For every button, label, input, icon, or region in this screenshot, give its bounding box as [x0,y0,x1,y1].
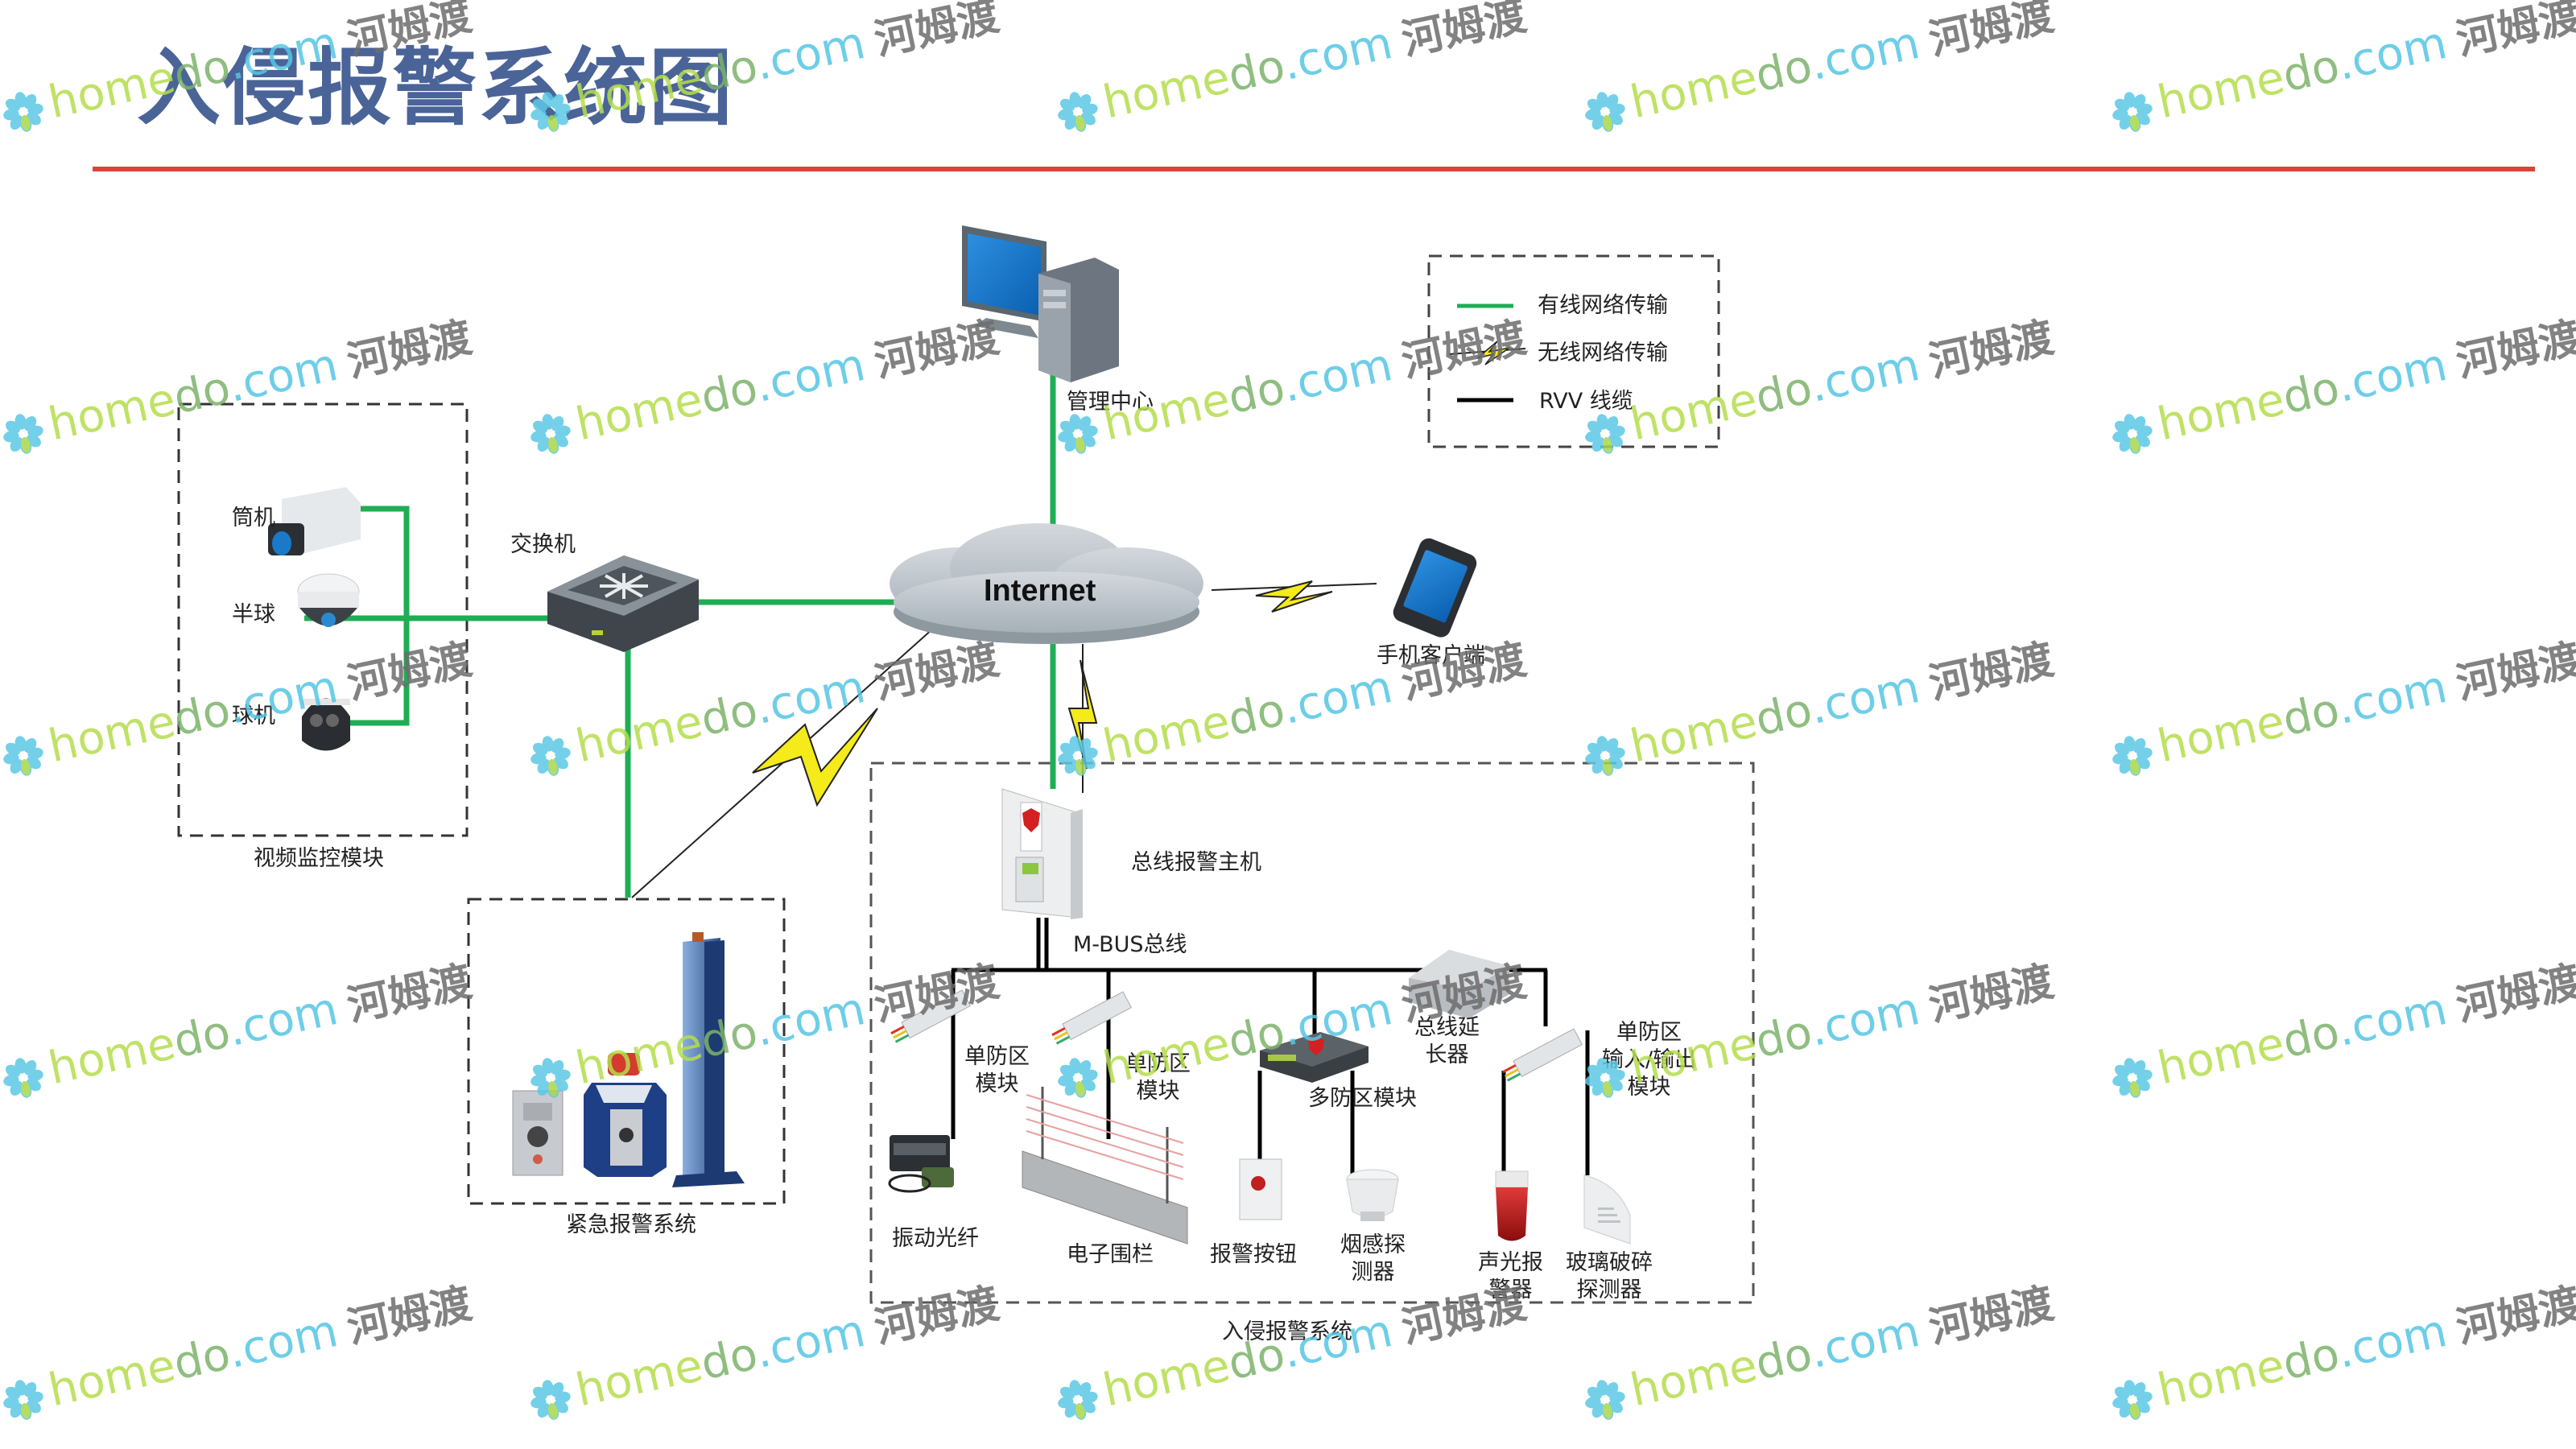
legend-symbols [1448,303,1526,402]
single-zone-module-icon [890,989,972,1043]
wireless-links [631,580,1377,898]
emergency-system-box [467,898,786,1205]
legend-label-rvv: RVV 线缆 [1539,389,1633,414]
smoke-detector-icon [1346,1169,1399,1221]
bus-extender-icon [1409,950,1509,1018]
label-switch: 交换机 [510,532,576,557]
alarm-host-icon [1001,788,1083,919]
label-strobe-siren: 声光报 警器 [1478,1250,1543,1302]
label-io-module: 单防区 输入/输出 模块 [1602,1020,1697,1100]
mobile-phone-icon [1393,538,1477,638]
label-internet: Internet [984,574,1096,608]
wireless-bolt-host [1067,659,1098,770]
strobe-siren-icon [1495,1170,1529,1241]
label-mobile-client: 手机客户端 [1377,643,1485,668]
label-box-camera: 筒机 [232,506,275,530]
emergency-post-icon [672,932,745,1187]
alarm-button-icon [1239,1158,1282,1220]
wireless-bolt-emergency [752,708,878,807]
computer-icon [962,225,1119,382]
intrusion-system-box [869,762,1755,1304]
legend-wireless-swatch [1476,341,1510,365]
emergency-wall-intercom-icon [512,1090,564,1176]
legend-label-wireless: 无线网络传输 [1538,341,1668,365]
internet-cloud-icon [890,523,1203,644]
label-intrusion-system: 入侵报警系统 [1222,1319,1352,1344]
rvv-bus [951,918,1590,1175]
label-single-zone-module-1: 单防区 模块 [964,1044,1030,1096]
ptz-camera-icon [302,698,350,751]
multi-zone-module-icon [1260,1032,1368,1083]
legend-box [1427,254,1720,448]
label-glass-break-detector: 玻璃破碎 探测器 [1566,1250,1653,1302]
label-m-bus: M-BUS总线 [1073,932,1187,957]
single-zone-module-icon [1051,991,1133,1045]
label-vibration-fiber: 振动光纤 [892,1226,979,1251]
label-bus-extender: 总线延 长器 [1414,1015,1480,1067]
label-smoke-detector: 烟感探 测器 [1340,1232,1406,1285]
wired-links [304,358,1056,898]
box-camera-icon [268,487,361,555]
label-dome-camera: 半球 [232,602,275,627]
label-multi-zone-module: 多防区模块 [1308,1086,1417,1111]
label-emergency-system: 紧急报警系统 [566,1212,696,1237]
label-ptz-camera: 球机 [232,704,275,729]
electronic-fence-icon [1022,1087,1188,1245]
network-switch-icon [547,555,699,652]
emergency-call-box-icon [584,1053,667,1177]
vibration-fiber-icon [888,1135,954,1193]
label-electronic-fence: 电子围栏 [1067,1242,1154,1267]
label-management-center: 管理中心 [1067,390,1154,415]
label-alarm-button: 报警按钮 [1210,1242,1297,1267]
dome-camera-icon [297,573,360,627]
glass-break-detector-icon [1583,1174,1631,1245]
label-single-zone-module-2: 单防区 模块 [1125,1051,1191,1104]
page-title: 入侵报警系统图 [137,39,735,137]
label-video-module: 视频监控模块 [254,846,384,871]
title-divider [93,167,2535,171]
legend-label-wired: 有线网络传输 [1538,293,1668,318]
io-module-icon [1502,1028,1583,1082]
wireless-bolt-mobile [1255,580,1333,613]
label-alarm-host: 总线报警主机 [1131,850,1261,875]
